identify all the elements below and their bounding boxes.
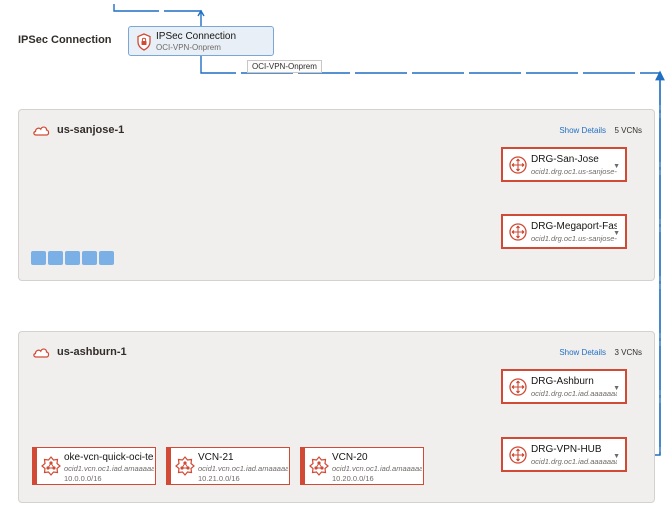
vcn-card-21[interactable]: VCN-21 ocid1.vcn.oc1.iad.amaaaaaa 10.21.… bbox=[166, 447, 290, 485]
vcn-network-icon bbox=[309, 456, 329, 476]
show-details-link[interactable]: Show Details bbox=[559, 126, 606, 135]
connection-tooltip: OCI-VPN-Onprem bbox=[247, 60, 322, 73]
drg-card-vpn-hub[interactable]: DRG-VPN-HUB ocid1.drg.oc1.iad.aaaaaaaa ▼ bbox=[501, 437, 627, 472]
collapsed-vcn-chip[interactable] bbox=[65, 251, 80, 265]
router-icon bbox=[509, 446, 527, 464]
router-icon bbox=[509, 378, 527, 396]
drg-ocid: ocid1.drg.oc1.iad.aaaaaaaa bbox=[531, 457, 617, 466]
collapsed-vcn-chip[interactable] bbox=[48, 251, 63, 265]
vcn-cidr: 10.0.0.0/16 bbox=[64, 474, 102, 483]
chevron-down-icon[interactable]: ▼ bbox=[613, 163, 620, 170]
drg-name: DRG-VPN-HUB bbox=[531, 444, 602, 455]
region-us-sanjose-1: us-sanjose-1 Show Details 5 VCNs bbox=[18, 109, 655, 281]
ipsec-connection-card[interactable]: IPSec Connection OCI-VPN-Onprem bbox=[128, 26, 274, 56]
shield-lock-icon bbox=[137, 33, 151, 51]
drg-name: DRG-San-Jose bbox=[531, 154, 599, 165]
cloud-icon bbox=[33, 348, 50, 358]
vcn-ocid: ocid1.vcn.oc1.iad.amaaaaaa bbox=[198, 464, 288, 473]
drg-card-ashburn[interactable]: DRG-Ashburn ocid1.drg.oc1.iad.aaaaaaaa ▼ bbox=[501, 369, 627, 404]
region-name: us-ashburn-1 bbox=[57, 346, 127, 358]
vcn-network-icon bbox=[41, 456, 61, 476]
vcn-count: 5 VCNs bbox=[614, 126, 642, 135]
vcn-cidr: 10.20.0.0/16 bbox=[332, 474, 374, 483]
drg-ocid: ocid1.drg.oc1.us-sanjose-1.aaaa bbox=[531, 167, 617, 176]
vcn-card-20[interactable]: VCN-20 ocid1.vcn.oc1.iad.amaaaaaa 10.20.… bbox=[300, 447, 424, 485]
ipsec-subtitle: OCI-VPN-Onprem bbox=[156, 43, 221, 52]
show-details-link[interactable]: Show Details bbox=[559, 348, 606, 357]
drg-ocid: ocid1.drg.oc1.iad.aaaaaaaa bbox=[531, 389, 617, 398]
vcn-ocid: ocid1.vcn.oc1.iad.amaaaaaa bbox=[332, 464, 422, 473]
router-icon bbox=[509, 223, 527, 241]
region-name: us-sanjose-1 bbox=[57, 124, 125, 136]
drg-card-san-jose[interactable]: DRG-San-Jose ocid1.drg.oc1.us-sanjose-1.… bbox=[501, 147, 627, 182]
collapsed-vcn-chip[interactable] bbox=[99, 251, 114, 265]
drg-name: DRG-Megaport-Fast bbox=[531, 221, 617, 232]
drg-card-megaport[interactable]: DRG-Megaport-Fast ocid1.drg.oc1.us-sanjo… bbox=[501, 214, 627, 249]
vcn-cidr: 10.21.0.0/16 bbox=[198, 474, 240, 483]
collapsed-vcn-chip[interactable] bbox=[82, 251, 97, 265]
vcn-name: VCN-20 bbox=[332, 452, 368, 463]
link-ipsec-to-onprem bbox=[113, 0, 202, 26]
vcn-ocid: ocid1.vcn.oc1.iad.amaaaaaa bbox=[64, 464, 154, 473]
link-ipsec-top-arrow bbox=[197, 9, 205, 17]
chevron-down-icon[interactable]: ▼ bbox=[613, 453, 620, 460]
vcn-name: VCN-21 bbox=[198, 452, 234, 463]
collapsed-vcn-chip[interactable] bbox=[31, 251, 46, 265]
vcn-count: 3 VCNs bbox=[614, 348, 642, 357]
chevron-down-icon[interactable]: ▼ bbox=[613, 385, 620, 392]
cloud-icon bbox=[33, 126, 50, 136]
router-icon bbox=[509, 156, 527, 174]
drg-name: DRG-Ashburn bbox=[531, 376, 594, 387]
chevron-down-icon[interactable]: ▼ bbox=[613, 230, 620, 237]
ipsec-title: IPSec Connection bbox=[156, 31, 237, 42]
vcn-card-oke[interactable]: oke-vcn-quick-oci-test ocid1.vcn.oc1.iad… bbox=[32, 447, 156, 485]
vcn-name: oke-vcn-quick-oci-test bbox=[64, 452, 154, 463]
section-label-ipsec: IPSec Connection bbox=[18, 34, 112, 46]
drg-ocid: ocid1.drg.oc1.us-sanjose-1.aaaa bbox=[531, 234, 617, 243]
vcn-network-icon bbox=[175, 456, 195, 476]
